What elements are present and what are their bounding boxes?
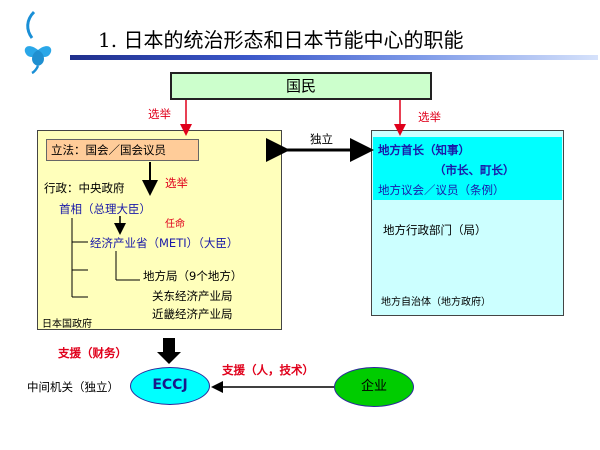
governor-label: 地方首长（知事）: [378, 143, 470, 157]
support-finance-label: 支援（财务）: [58, 346, 127, 360]
appointment-label: 任命: [165, 219, 185, 230]
kinki-bureau-label: 近畿经济产业局: [152, 307, 233, 321]
legislature-box: [46, 139, 199, 161]
support-people-label: 支援（人，技术）: [222, 363, 314, 377]
company-node: 企业: [334, 367, 414, 407]
local-head-box: [373, 137, 562, 200]
executive-label: 行政：中央政府: [44, 181, 125, 195]
vote-label-mid: 选举: [165, 176, 188, 190]
independence-label: 独立: [310, 132, 333, 146]
mayor-label: （市长、町长）: [434, 163, 515, 177]
local-assembly-label: 地方议会／议员（条例）: [378, 183, 505, 197]
support-finance-arrow: [157, 338, 181, 364]
slide-title: 1. 日本的统治形态和日本节能中心的职能: [98, 28, 464, 52]
kanto-bureau-label: 关东经济产业局: [152, 289, 233, 303]
legislature-label: 立法：国会／国会议员: [51, 143, 166, 157]
local-administration-label: 地方行政部门（局）: [383, 223, 487, 237]
local-autonomy-label: 地方自治体（地方政府）: [381, 297, 491, 308]
meti-label: 经济产业省（METI）（大臣）: [90, 236, 239, 250]
kokumin-box: 国民: [170, 72, 432, 100]
intermediary-label: 中间机关（独立）: [27, 380, 119, 394]
title-underline: [70, 55, 598, 60]
prime-minister-label: 首相（总理大臣）: [59, 202, 151, 216]
national-government-label: 日本国政府: [42, 319, 92, 330]
vote-label-right: 选举: [418, 110, 441, 124]
regional-bureau-label: 地方局（9个地方）: [143, 269, 243, 283]
clover-heart-icon: [24, 10, 52, 74]
vote-label-left: 选举: [148, 107, 171, 121]
eccj-node: ECCJ: [130, 367, 210, 405]
